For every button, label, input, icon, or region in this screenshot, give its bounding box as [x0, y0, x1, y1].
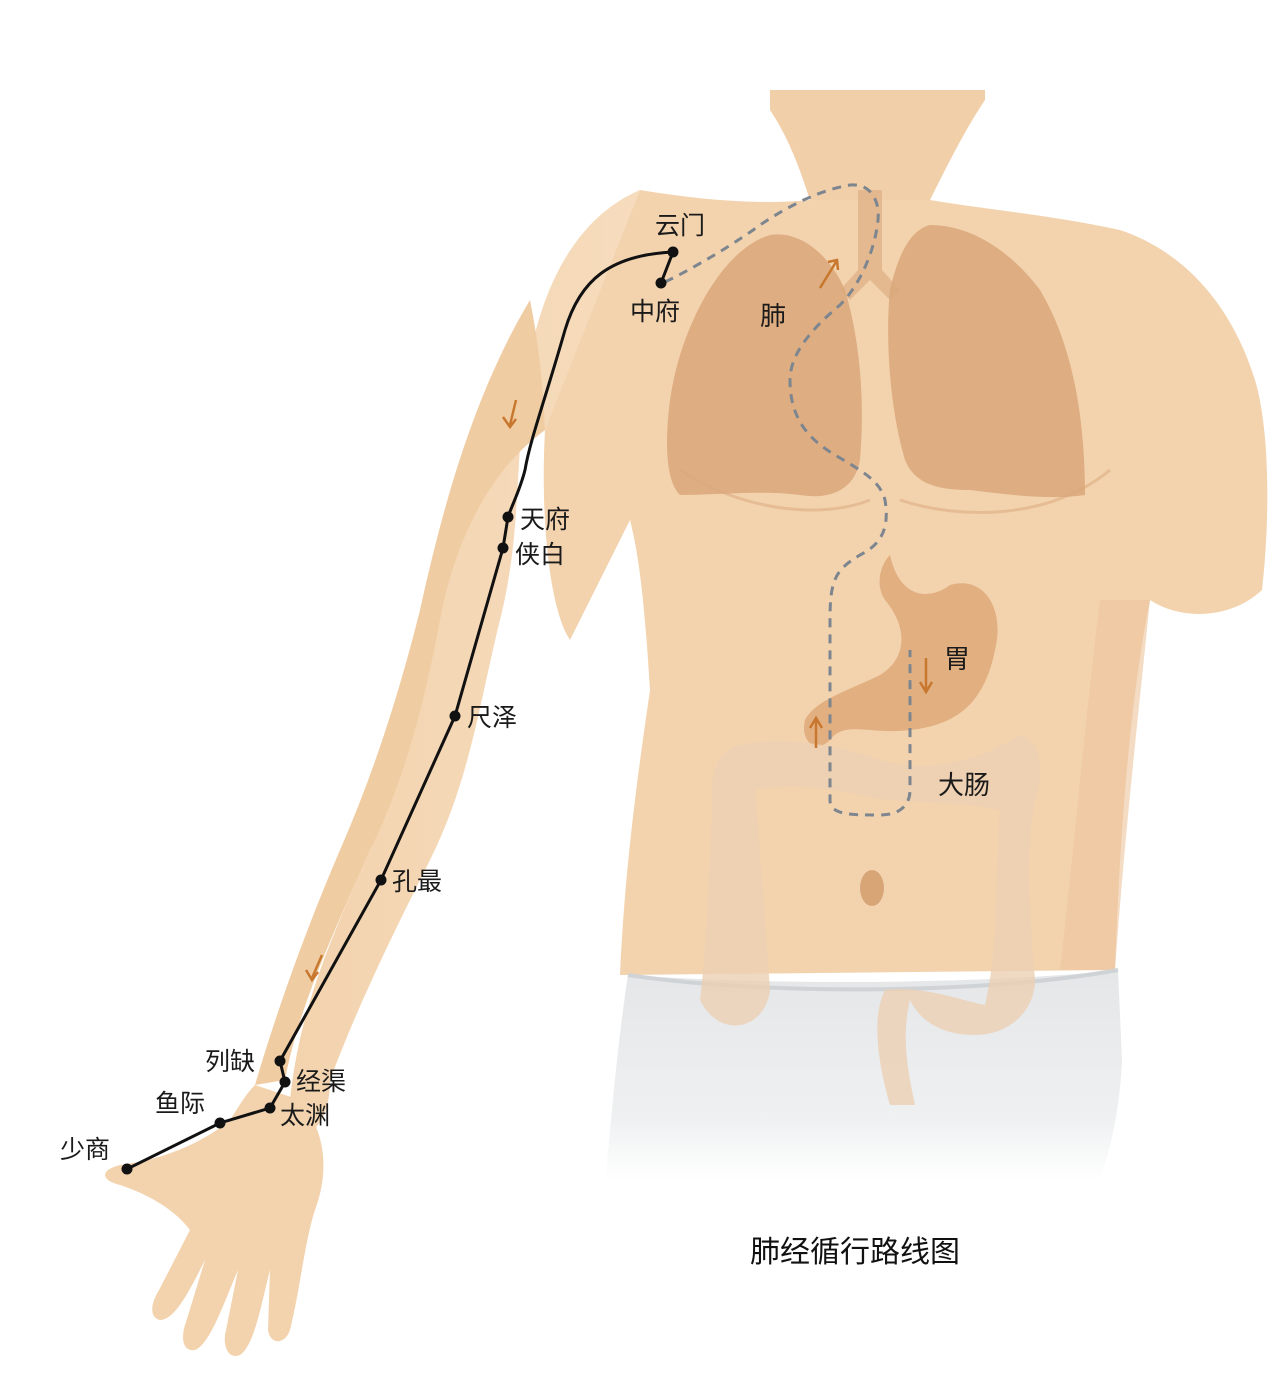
point-lieque: [274, 1055, 286, 1067]
label-lieque: 列缺: [205, 1047, 255, 1076]
label-zhongfu: 中府: [630, 297, 680, 326]
lung-left: [667, 234, 862, 497]
label-yuji: 鱼际: [155, 1089, 205, 1118]
navel: [860, 870, 884, 906]
arrow-up-icon: [808, 715, 824, 748]
point-taiyuan: [264, 1102, 276, 1114]
label-large-intestine: 大肠: [938, 771, 990, 801]
arrow-down-icon: [501, 399, 518, 430]
large-intestine: [700, 735, 1040, 1105]
body-figure: [105, 90, 1268, 1356]
label-tianfu: 天府: [520, 505, 570, 534]
point-chize: [449, 710, 461, 722]
label-kongzui: 孔最: [392, 867, 442, 896]
label-jingqu: 经渠: [296, 1067, 346, 1096]
point-shaoshang: [121, 1163, 133, 1175]
acupoint-dots: [121, 246, 679, 1175]
stomach: [804, 555, 998, 747]
point-kongzui: [375, 874, 387, 886]
arm-inner: [255, 300, 545, 1085]
internal-path: [664, 183, 912, 817]
label-shaoshang: 少商: [60, 1135, 110, 1164]
label-chize: 尺泽: [467, 703, 517, 732]
lung-right: [888, 225, 1085, 498]
label-yunmen: 云门: [655, 211, 705, 240]
diagram-caption: 肺经循行路线图: [750, 1235, 960, 1270]
organ-labels: 肺 胃 大肠: [760, 302, 990, 801]
meridian-spur: [659, 251, 675, 284]
point-xiabai: [497, 542, 509, 554]
neck: [770, 90, 985, 200]
point-yuji: [214, 1117, 226, 1129]
label-xiabai: 侠白: [515, 540, 565, 569]
label-taiyuan: 太渊: [280, 1101, 330, 1130]
arrow-up-icon: [818, 258, 840, 289]
label-lung: 肺: [760, 302, 786, 332]
arrow-down-icon: [304, 954, 324, 983]
acupoint-labels: 云门 中府 天府 侠白 尺泽 孔最 列缺 经渠 太渊 鱼际 少商: [60, 211, 705, 1164]
point-tianfu: [502, 511, 514, 523]
arrow-down-icon: [918, 658, 934, 695]
hand: [105, 1085, 324, 1356]
organs: [667, 190, 1085, 1105]
point-yunmen: [667, 246, 679, 258]
flow-arrows: [304, 258, 934, 983]
torso-shade: [1060, 600, 1150, 970]
trachea: [840, 190, 900, 300]
arm: [290, 190, 640, 1140]
cloth: [605, 970, 1122, 1180]
cloth-band: [627, 968, 1119, 992]
point-jingqu: [279, 1076, 291, 1088]
point-zhongfu: [655, 277, 667, 289]
label-stomach: 胃: [944, 645, 970, 675]
